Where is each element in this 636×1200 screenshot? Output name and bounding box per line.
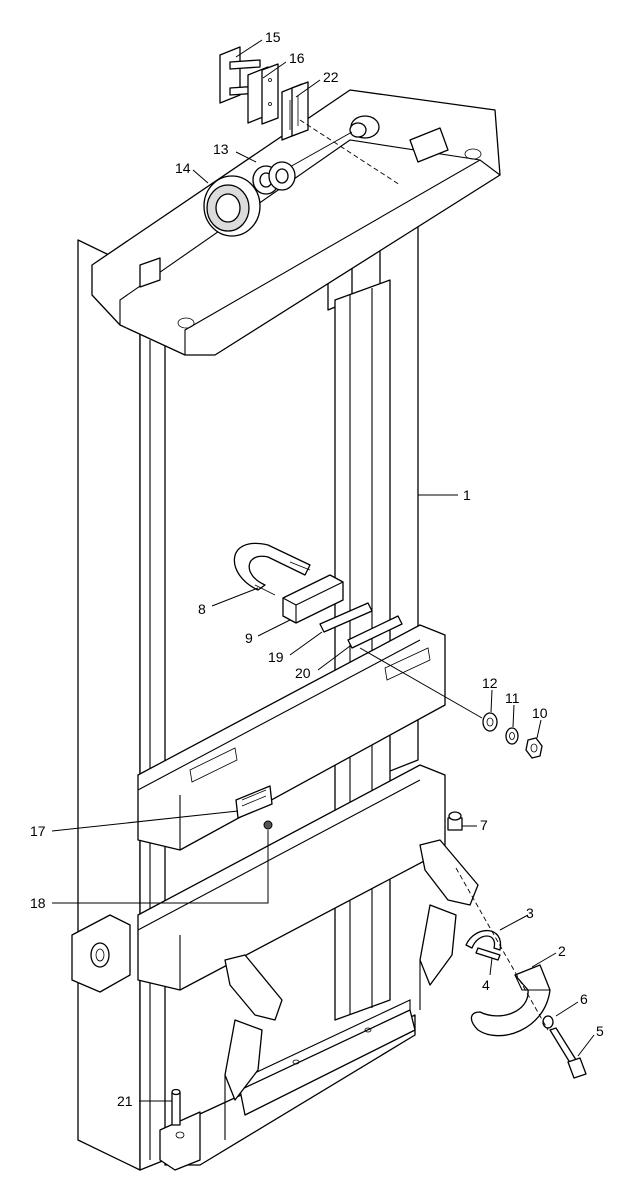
callout-2: 2 <box>558 943 566 959</box>
bracket-plate <box>219 46 261 104</box>
callout-13: 13 <box>213 141 229 157</box>
callout-20: 20 <box>295 665 311 681</box>
u-bolt <box>233 542 311 596</box>
callout-1: 1 <box>463 487 471 503</box>
callout-4: 4 <box>482 977 490 993</box>
callout-9: 9 <box>245 630 253 646</box>
callout-7: 7 <box>480 817 488 833</box>
callout-11: 11 <box>505 690 520 706</box>
nut <box>525 737 543 759</box>
spacer-shim <box>465 929 502 951</box>
shim-a <box>319 602 373 633</box>
shim-plate <box>247 63 279 125</box>
pin <box>475 947 501 961</box>
callout-12: 12 <box>482 675 498 691</box>
alignment-line <box>455 867 549 1031</box>
callout-3: 3 <box>526 905 534 921</box>
flat-washer <box>482 712 498 732</box>
alignment-line <box>299 119 401 186</box>
callout-16: 16 <box>289 50 305 66</box>
callout-leaders <box>51 39 595 1102</box>
bolt <box>549 1027 587 1079</box>
grease-nipple <box>447 811 463 831</box>
callout-8: 8 <box>198 601 206 617</box>
stop-pin <box>171 1088 181 1126</box>
callout-19: 19 <box>268 649 284 665</box>
callout-14: 14 <box>175 160 191 176</box>
callout-15: 15 <box>265 29 281 45</box>
lock-washer <box>542 1015 554 1029</box>
rivet <box>263 820 273 830</box>
hook-clamp <box>470 964 551 1037</box>
shim-b <box>347 615 403 649</box>
roller-bearing <box>203 175 261 237</box>
callout-6: 6 <box>580 991 588 1007</box>
roller-shaft <box>349 115 380 139</box>
clamp-block <box>282 574 344 624</box>
mast-frame <box>71 89 501 1171</box>
callout-17: 17 <box>30 823 46 839</box>
callout-18: 18 <box>30 895 46 911</box>
callout-10: 10 <box>532 705 548 721</box>
alignment-line <box>359 647 483 719</box>
nameplate <box>235 785 273 819</box>
callout-5: 5 <box>596 1023 604 1039</box>
shims <box>252 161 296 195</box>
spring-washer <box>505 727 519 745</box>
callout-21: 21 <box>117 1093 133 1109</box>
callout-labels: 15 16 22 13 14 1 8 9 19 20 12 11 10 7 17… <box>30 29 604 1109</box>
alignment-line <box>287 131 353 169</box>
callout-22: 22 <box>323 69 339 85</box>
